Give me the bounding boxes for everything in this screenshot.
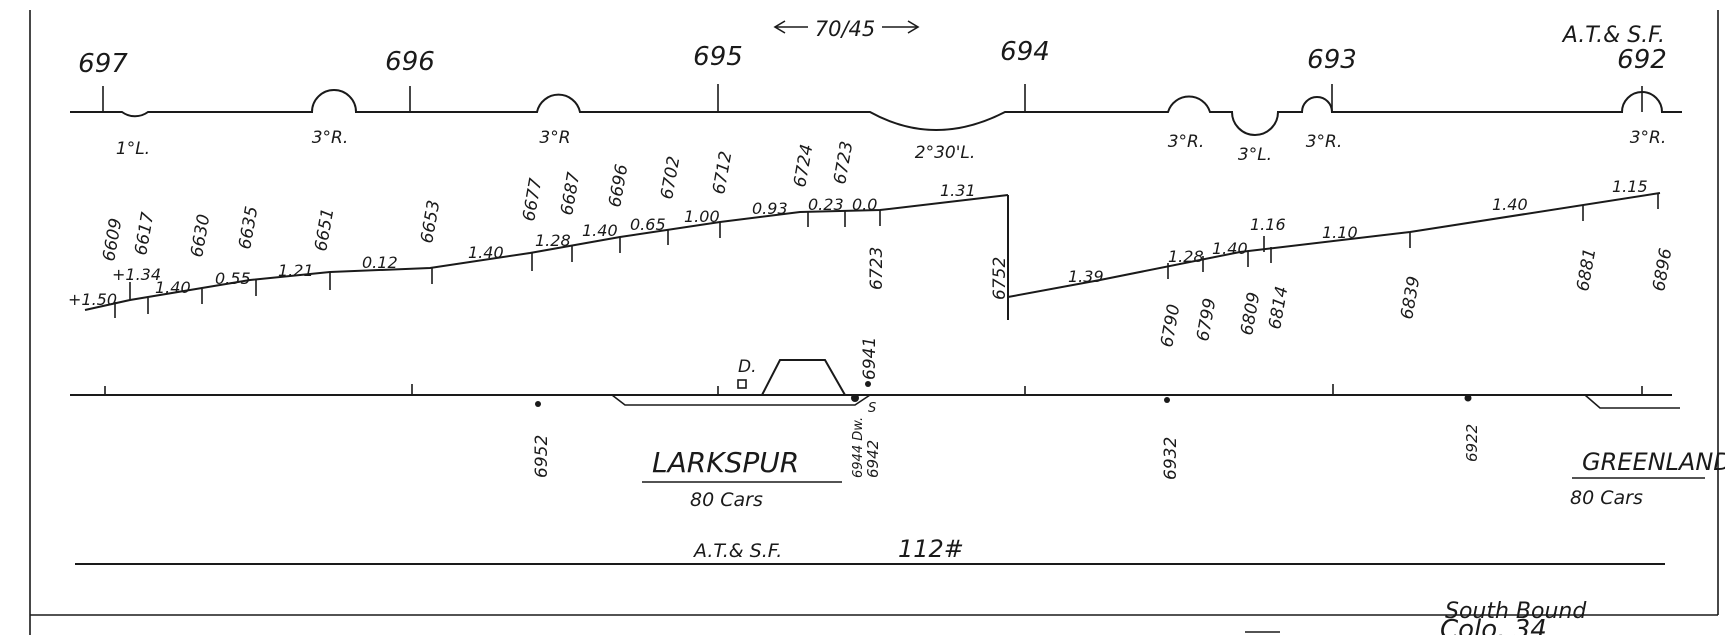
elevation-label: 6653 [417, 199, 444, 245]
grade-label: +1.50 [68, 290, 117, 309]
curve-label-1: 1°L. [116, 139, 150, 159]
depot-label: D. [738, 357, 757, 377]
elevation-label: 6896 [1649, 247, 1676, 293]
signal-label: 6922 [1463, 424, 1481, 462]
signal-label: 6942 [864, 440, 882, 478]
track-milepost-ticks [104, 384, 1643, 395]
profile-line-left [84, 194, 1009, 311]
alignment-line [70, 89, 1682, 136]
grade-label: 1.28 [535, 231, 571, 250]
elevation-label: 6635 [235, 205, 262, 251]
curve-label-4: 2°30'L. [915, 143, 976, 163]
grade-label: 0.55 [215, 269, 251, 288]
curve-label-5: 3°R. [1168, 132, 1205, 152]
signal-dot-icon [865, 381, 871, 387]
grade-label: +1.34 [112, 265, 161, 284]
elevation-label: 6617 [131, 211, 158, 257]
milepost-694: 694 [1000, 37, 1050, 67]
curve-label-2: 3°R. [312, 128, 349, 148]
signal-label: 6944 Dw. [851, 417, 866, 478]
milepost-ticks [102, 84, 1643, 112]
curve-label-3: 3°R [539, 128, 570, 148]
grade-label: 1.10 [1322, 223, 1358, 242]
signals [535, 381, 1472, 407]
signal-label: 6941 [860, 337, 880, 380]
speed-arrowhead-left [773, 20, 786, 34]
station-name-greenland: GREENLAND [1582, 448, 1725, 476]
signal-dot-icon [535, 401, 541, 407]
grades-left: +1.50 +1.34 1.40 0.55 1.21 0.12 1.40 1.2… [68, 181, 976, 309]
elevation-label: 6687 [557, 171, 584, 217]
elevation-label: 6696 [605, 163, 632, 209]
milepost-695: 695 [693, 42, 743, 72]
grade-label: 0.23 [808, 195, 844, 214]
curve-label-8: 3°R. [1630, 128, 1667, 148]
grade-label: 0.12 [362, 253, 398, 272]
profile-line-right [1007, 192, 1661, 298]
grade-label: 0.93 [752, 199, 788, 218]
curve-label-6: 3°L. [1238, 145, 1272, 165]
switch-label: S [868, 401, 876, 416]
grade-label: 1.16 [1250, 215, 1286, 234]
grade-label: 0.65 [630, 215, 666, 234]
larkspur-siding [611, 394, 871, 406]
elevation-label: 6630 [187, 213, 214, 259]
signal-labels: 6952 6941 6944 Dw. 6942 6932 6922 [532, 337, 1481, 480]
elevation-label: 6702 [657, 155, 684, 201]
elevations-right: 6790 6799 6809 6814 6839 6881 6896 [1157, 247, 1676, 349]
speed-arrowhead-right [907, 20, 920, 34]
signal-dot-icon [851, 394, 859, 402]
elevation-label: 6723 [867, 247, 887, 290]
grade-label: 1.40 [582, 221, 618, 240]
elevation-label: 6712 [709, 150, 736, 196]
elevation-label: 6799 [1193, 297, 1220, 343]
rail-weight-label: 112# [898, 535, 964, 563]
elevation-label: 6752 [990, 257, 1010, 300]
signal-dot-icon [1464, 394, 1472, 402]
grade-label: 1.39 [1068, 267, 1104, 286]
milepost-692: 692 [1617, 45, 1667, 75]
greenland-siding [1584, 394, 1680, 409]
grades-right: 1.39 1.28 1.40 1.16 1.10 1.40 1.15 [1068, 177, 1648, 286]
elevation-label: 6609 [99, 217, 126, 263]
profile-ticks [114, 193, 1659, 318]
elevation-label: 6809 [1237, 291, 1264, 337]
signal-dot-icon [1164, 397, 1170, 403]
grade-label: 1.40 [468, 243, 504, 262]
speed-limit: 70/45 [815, 17, 876, 41]
header-railroad: A.T.& S.F. [1561, 23, 1665, 48]
bottom-railroad-label: A.T.& S.F. [692, 540, 782, 562]
signal-label: 6932 [1161, 437, 1181, 480]
grade-label: 1.40 [1492, 195, 1528, 214]
milepost-693: 693 [1307, 45, 1357, 75]
elevation-label: 6724 [790, 143, 817, 189]
elevation-label: 6677 [519, 177, 546, 223]
station-name-larkspur: LARKSPUR [652, 446, 799, 479]
station-building [761, 359, 846, 396]
grade-label: 0.0 [852, 195, 877, 214]
elevation-label: 6814 [1265, 285, 1292, 331]
footer-note-2: South Bound [1445, 599, 1587, 624]
signal-label: 6952 [532, 435, 552, 478]
elevation-label: 6839 [1397, 275, 1424, 321]
milepost-697: 697 [78, 49, 128, 79]
elevation-label: 6790 [1157, 303, 1184, 349]
station-capacity-greenland: 80 Cars [1570, 487, 1643, 509]
grade-label: 1.15 [1612, 177, 1648, 196]
elevation-label: 6723 [830, 140, 857, 186]
grade-label: 1.00 [684, 207, 720, 226]
grade-label: 1.21 [278, 261, 314, 280]
grade-label: 1.40 [1212, 239, 1248, 258]
elevation-label: 6651 [311, 207, 338, 253]
grade-label: 1.28 [1168, 247, 1204, 266]
curve-label-7: 3°R. [1306, 132, 1343, 152]
grade-label: 1.40 [155, 278, 191, 297]
depot-icon [737, 379, 747, 389]
station-capacity-larkspur: 80 Cars [690, 489, 763, 511]
elevation-label: 6881 [1573, 247, 1600, 293]
grade-label: 1.31 [940, 181, 976, 200]
milepost-696: 696 [385, 47, 435, 77]
